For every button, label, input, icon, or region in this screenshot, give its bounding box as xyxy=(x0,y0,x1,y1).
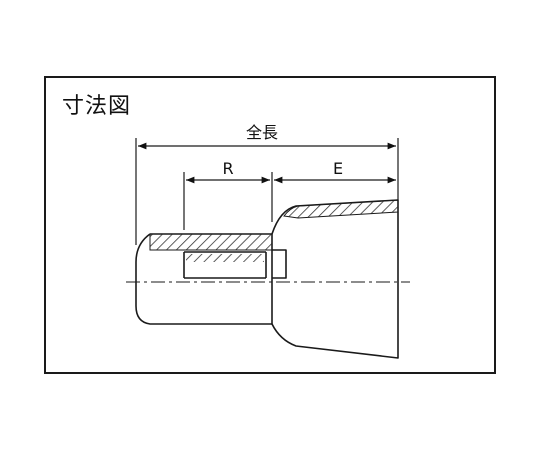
cover-outline xyxy=(271,199,399,359)
total-length-label: 全長 xyxy=(246,123,278,142)
hatched-sections xyxy=(149,199,399,262)
hatch-barrel xyxy=(186,254,264,262)
e-label: E xyxy=(333,159,343,178)
hatch-sleeve-top xyxy=(149,233,273,251)
terminal-part xyxy=(135,199,399,359)
hatch-cover-top xyxy=(283,199,399,219)
drawing-frame xyxy=(44,76,496,374)
r-label: R xyxy=(222,159,233,178)
drawing-title: 寸法図 xyxy=(62,94,132,119)
cover-bore xyxy=(272,249,287,279)
extension-lines xyxy=(135,138,399,245)
dimension-lines xyxy=(138,142,396,184)
